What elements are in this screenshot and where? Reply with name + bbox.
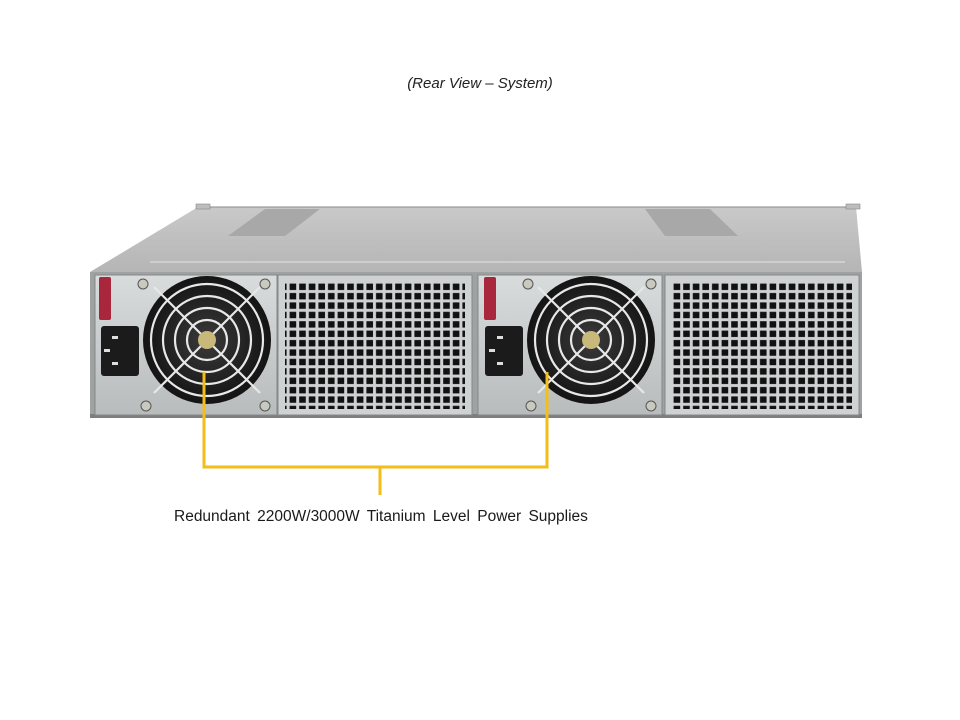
callout-bracket [202,372,549,495]
power-supply-2 [477,274,663,416]
chassis-top-cover [90,203,862,272]
power-inlet-icon [101,326,139,376]
psu-release-handle[interactable] [484,277,496,320]
psu-release-handle[interactable] [99,277,111,320]
vent-panel-1 [277,274,473,416]
power-inlet-icon [485,326,523,376]
power-supply-1 [94,274,278,416]
view-title: (Rear View – System) [407,75,553,92]
vent-panel-2 [664,274,860,416]
power-supply-callout-label: Redundant 2200W/3000W Titanium Level Pow… [174,508,588,525]
